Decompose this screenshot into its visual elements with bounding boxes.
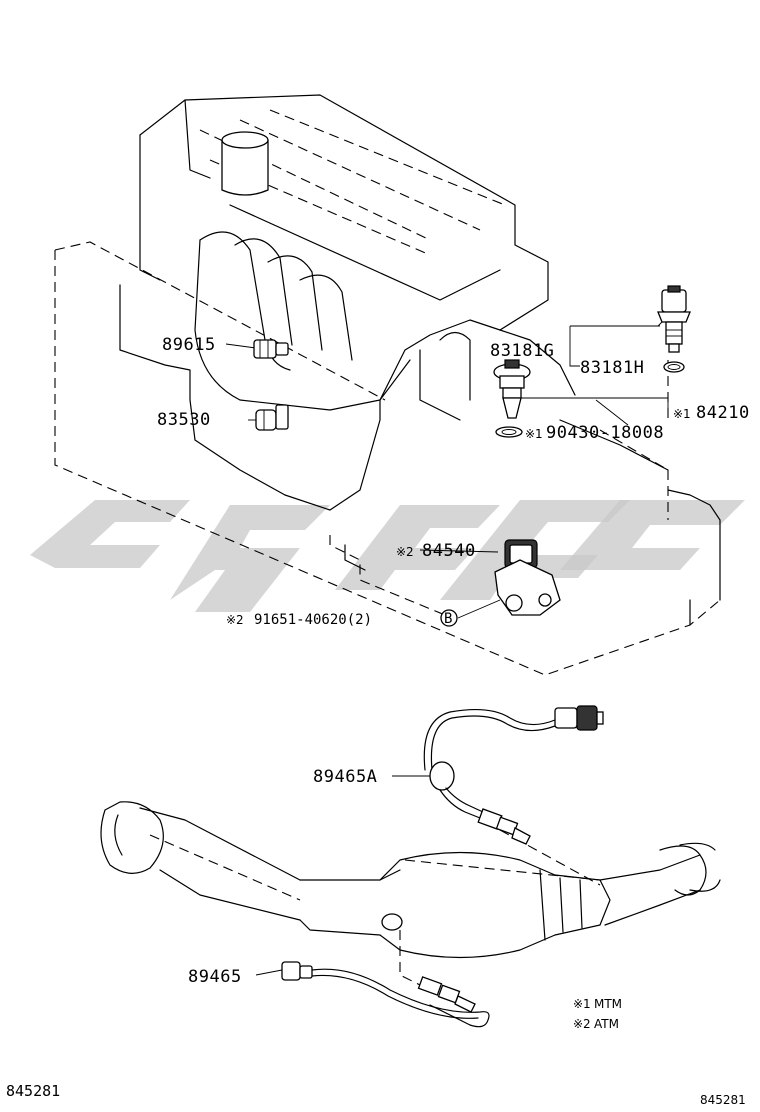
exhaust-pipe [100,801,721,986]
note-2-text: ATM [594,1017,619,1031]
note-2-mark: ※2 [573,1017,591,1031]
label-83181g: 83181G [490,341,554,361]
o2-sensor-89465a-icon [423,705,604,845]
speed-sensor-83181g-icon [657,285,691,353]
label-83530: 83530 [157,410,211,430]
label-83181h: 83181H [580,358,644,378]
label-90430-mark: ※1 [525,427,543,441]
bolt-symbol-letter: B [444,611,452,627]
sensor-89615-icon [253,339,289,359]
label-84210: 84210 [696,403,750,423]
notes-legend: ※1 MTM ※2 ATM [573,997,622,1031]
gasket-90430-icon [495,426,523,438]
o-ring-83181h-icon [663,361,685,373]
label-90430: 90430-18008 [546,423,664,443]
part-labels: 89615 83530 83181G 83181H ※1 84210 ※1 90… [157,335,750,987]
watermark-logo [30,500,745,612]
label-89615: 89615 [162,335,216,355]
switch-84210-icon [493,359,531,419]
label-91651-mark: ※2 [226,613,244,627]
switch-83530-icon [255,404,289,431]
label-89465: 89465 [188,967,242,987]
diagram-code-left: 845281 [6,1082,60,1100]
label-84540: 84540 [422,541,476,561]
diagram-code-right: 845281 [700,1093,746,1107]
label-89465a: 89465A [313,767,377,787]
switch-84540-icon [494,539,561,616]
o2-sensor-89465-icon [281,961,490,1028]
label-84540-mark: ※2 [396,545,414,559]
label-91651: 91651-40620(2) [254,612,372,628]
bolt-symbol-icon: B [440,609,458,627]
label-84210-mark: ※1 [673,407,691,421]
note-1-mark: ※1 [573,997,591,1011]
note-1-text: MTM [594,997,622,1011]
engine-outline [54,94,721,676]
